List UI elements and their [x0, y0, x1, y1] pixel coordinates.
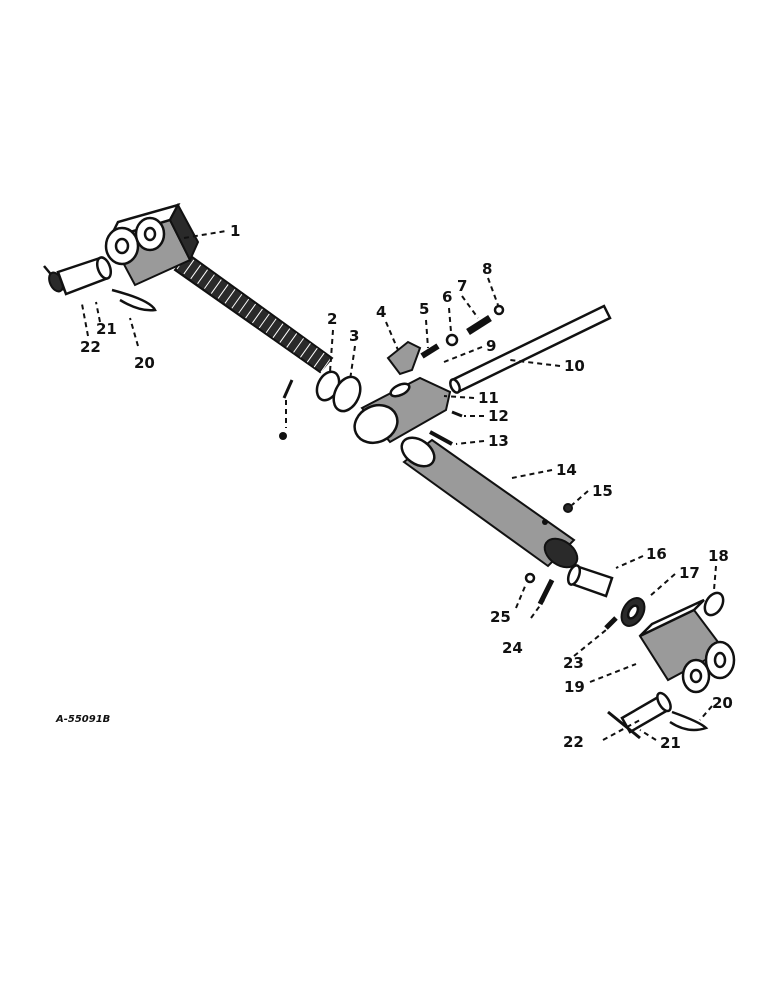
part-5-pin	[420, 343, 440, 359]
callout-16: 16	[646, 545, 667, 563]
callout-7: 7	[457, 277, 467, 295]
part-6-washer	[445, 333, 459, 347]
callout-25: 25	[490, 608, 511, 626]
callout-22-lower: 22	[563, 733, 584, 751]
part-15	[563, 503, 573, 513]
part-14-tube	[400, 436, 579, 569]
callout-10: 10	[564, 357, 585, 375]
callout-19: 19	[564, 678, 585, 696]
callout-5: 5	[419, 300, 429, 318]
callout-3: 3	[349, 327, 359, 345]
callout-2: 2	[327, 310, 337, 328]
part-22-lower	[607, 710, 641, 740]
rod-thread-line	[306, 347, 318, 363]
part-12-screw	[451, 410, 463, 418]
rod-thread-line	[197, 269, 208, 285]
callout-23: 23	[563, 654, 584, 672]
rod-thread-line	[320, 357, 332, 373]
callout-13: 13	[488, 432, 509, 450]
part-8-nut	[493, 304, 505, 316]
callout-21-upper: 21	[96, 320, 117, 338]
callout-20-upper: 20	[134, 354, 155, 372]
callout-numbers: 1 2 3 4 5 6 7 8 8 9 10 11 12 13 14 15 16…	[80, 222, 733, 752]
part-10-rod	[450, 304, 612, 394]
callout-21-lower: 21	[660, 734, 681, 752]
part-24	[537, 578, 555, 606]
rod-thread-line	[245, 303, 256, 319]
callout-22-upper: 22	[80, 338, 101, 356]
part-19-lower-clevis	[638, 598, 736, 694]
callout-20-lower: 20	[712, 694, 733, 712]
callout-1: 1	[230, 222, 240, 240]
callout-8: 8	[482, 260, 492, 278]
part-23	[604, 616, 618, 630]
rod-thread-line	[183, 259, 195, 275]
callout-18: 18	[708, 547, 729, 565]
rod-thread-line	[313, 352, 325, 368]
part-13-pin	[429, 430, 453, 446]
callout-6: 6	[442, 288, 452, 306]
part-25	[524, 572, 536, 584]
part-7-spring	[466, 315, 492, 335]
callout-11: 11	[478, 389, 499, 407]
callout-14: 14	[556, 461, 577, 479]
rod-thread-line	[265, 318, 277, 334]
part-11-yoke	[353, 376, 452, 445]
rod-thread-line	[217, 284, 229, 299]
part-small-pin-left	[279, 379, 294, 440]
rod-thread-line	[231, 293, 243, 309]
rod-thread-line	[204, 274, 215, 289]
rod-thread-line	[224, 289, 236, 304]
callout-15: 15	[592, 482, 613, 500]
part-20-upper	[111, 288, 157, 312]
rod-thread-line	[286, 333, 298, 348]
callout-12: 12	[488, 407, 509, 425]
rod-thread-line	[252, 308, 263, 324]
drawing-code: A-55091B	[55, 714, 110, 725]
callout-4: 4	[376, 303, 386, 321]
rod-thread-line	[238, 298, 250, 314]
rod-thread-line	[210, 279, 222, 294]
part-16-pin	[566, 564, 614, 598]
part-20-lower	[669, 710, 709, 732]
rod-thread-line	[279, 328, 291, 343]
callout-17: 17	[679, 564, 700, 582]
callout-9: 9	[486, 337, 496, 355]
rod-thread-line	[293, 338, 304, 353]
part-upper-clevis-rod	[104, 202, 334, 374]
rod-thread-line	[190, 264, 202, 280]
part-21-upper	[56, 256, 113, 296]
rod-thread-line	[272, 323, 284, 338]
leader-lines	[81, 230, 717, 741]
rod-thread-line	[300, 342, 311, 358]
part-3-oring	[332, 375, 362, 413]
part-4-latch	[386, 340, 422, 376]
part-18-ring	[703, 591, 725, 617]
callout-24: 24	[502, 639, 523, 657]
rod-thread-line	[258, 313, 270, 329]
